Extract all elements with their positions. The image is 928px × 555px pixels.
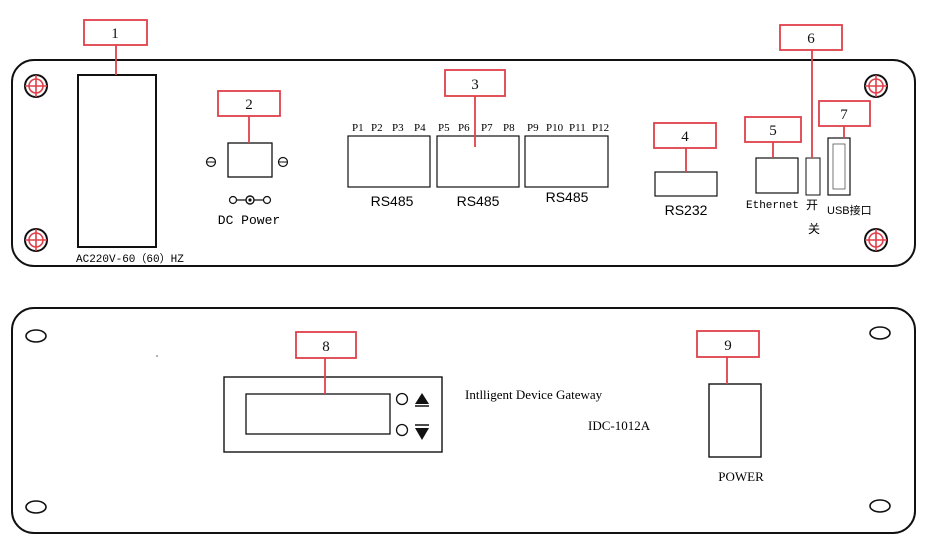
- port-label: P11: [569, 122, 586, 134]
- callout-box: [444, 69, 506, 97]
- mount-hole-icon: [869, 499, 891, 513]
- callout-number: 3: [471, 77, 479, 93]
- port-label: P4: [414, 122, 426, 134]
- up-arrow-icon: [415, 393, 429, 404]
- usb-port-inner: [832, 143, 846, 190]
- port-label: P9: [527, 122, 539, 134]
- rs485-label: RS485: [546, 189, 589, 205]
- switch-label-off: 关: [808, 222, 820, 236]
- rs485-port-block: [524, 135, 609, 188]
- mount-hole-icon: [869, 326, 891, 340]
- screw-icon: [24, 74, 48, 98]
- callout-box: [217, 90, 281, 117]
- device-name: Intlligent Device Gateway: [465, 387, 603, 402]
- mount-hole-icon: [25, 329, 47, 343]
- screw-icon: [24, 228, 48, 252]
- port-label: P2: [371, 122, 383, 134]
- port-label: P5: [438, 122, 450, 134]
- rs232-port: [654, 171, 718, 197]
- down-arrow-icon: [415, 428, 429, 440]
- callout-box: [696, 330, 760, 358]
- callout-box: [83, 19, 148, 46]
- display-module: [223, 376, 443, 453]
- ethernet-port: [755, 157, 799, 194]
- callout-box: [653, 122, 717, 149]
- dc-mount-hole-icon: [277, 156, 289, 168]
- power-switch: [805, 157, 821, 196]
- ethernet-label: Ethernet: [746, 200, 799, 212]
- callout-number: 8: [322, 339, 330, 355]
- usb-label: USB接口: [827, 204, 872, 217]
- lcd-screen: [245, 393, 391, 435]
- callout-box: [818, 100, 871, 127]
- callout-number: 2: [245, 97, 253, 113]
- rear-panel: [11, 59, 916, 267]
- port-label: P8: [503, 122, 515, 134]
- power-button[interactable]: [708, 383, 762, 458]
- port-label: P12: [592, 122, 609, 134]
- up-button[interactable]: [395, 392, 409, 406]
- mount-hole-icon: [25, 500, 47, 514]
- dc-mount-hole-icon: [205, 156, 217, 168]
- screw-icon: [864, 74, 888, 98]
- usb-port: [827, 137, 851, 196]
- dc-polarity-icon: [228, 195, 272, 205]
- port-label: P6: [458, 122, 470, 134]
- rs485-label: RS485: [457, 193, 500, 209]
- ac-power-label: AC220V-60（60）HZ: [76, 252, 184, 266]
- port-label: P7: [481, 122, 493, 134]
- callout-box: [744, 116, 802, 143]
- callout-number: 5: [769, 123, 777, 139]
- port-label: P10: [546, 122, 564, 134]
- dc-power-jack: [227, 142, 273, 178]
- port-label: P1: [352, 122, 364, 134]
- callout-number: 6: [807, 31, 815, 47]
- ac-power-socket: [77, 74, 157, 248]
- callout-number: 1: [111, 26, 119, 42]
- rs232-label: RS232: [665, 202, 708, 218]
- callout-number: 7: [840, 107, 848, 123]
- screw-icon: [864, 228, 888, 252]
- rs485-port-block: [347, 135, 431, 188]
- front-panel: [11, 307, 916, 534]
- callout-number: 9: [724, 338, 732, 354]
- callout-number: 4: [681, 129, 689, 145]
- dc-power-label: DC Power: [218, 213, 280, 228]
- callout-box: [295, 331, 357, 359]
- rs485-label: RS485: [371, 193, 414, 209]
- device-model: IDC-1012A: [588, 418, 651, 433]
- callout-box: [779, 24, 843, 51]
- down-button[interactable]: [395, 423, 409, 437]
- switch-label-on: 开: [806, 198, 818, 212]
- rs485-port-block: [436, 135, 520, 188]
- power-label: POWER: [718, 469, 764, 484]
- port-label: P3: [392, 122, 404, 134]
